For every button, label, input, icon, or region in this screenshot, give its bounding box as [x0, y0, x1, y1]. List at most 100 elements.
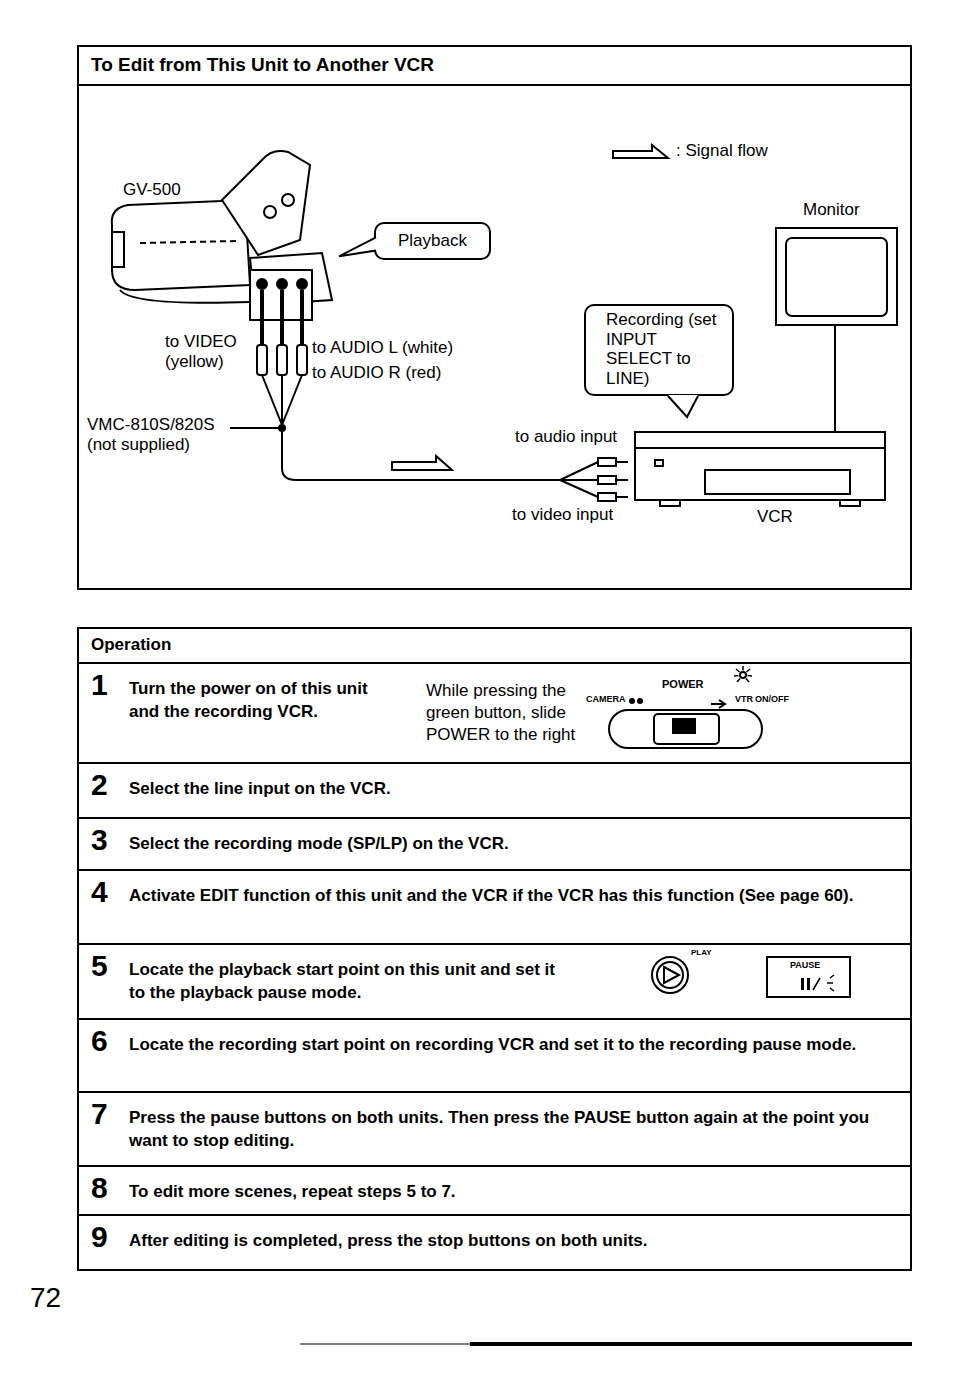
monitor-illustration: [834, 325, 836, 432]
legend-entry: : Signal flow: [610, 140, 768, 162]
camcorder-illustration: [112, 151, 332, 320]
control-label: PAUSE: [790, 961, 820, 971]
step-row: 4 Activate EDIT function of this unit and…: [79, 869, 910, 943]
vcr-illustration: [660, 500, 860, 506]
av-cable: [277, 345, 287, 375]
callout-tail: [339, 237, 376, 256]
power-switch-icon: [654, 714, 719, 744]
part-label: to AUDIO L (white): [312, 338, 453, 358]
camcorder-illustration: [222, 151, 310, 255]
power-switch-icon: [747, 669, 751, 672]
power-switch-icon: [746, 679, 749, 683]
av-cable: [598, 458, 616, 466]
av-cable: [297, 345, 307, 375]
power-switch-icon: [673, 719, 695, 733]
av-cable: [230, 427, 279, 429]
power-switch-icon: [638, 699, 642, 703]
text-block: After editing is completed, press the st…: [129, 1230, 899, 1253]
monitor-illustration: [786, 238, 887, 316]
vcr-illustration: [655, 460, 663, 466]
page-rule: [300, 1344, 912, 1345]
monitor-illustration: [776, 228, 897, 325]
callout-tail: [586, 306, 587, 307]
av-cable: [598, 493, 616, 501]
step-number: 7: [91, 1099, 108, 1129]
play-pause-icons: [767, 957, 850, 997]
step-row: 6Locate the recording start point on rec…: [79, 1018, 910, 1091]
signal-flow-arrow: [392, 456, 452, 470]
part-label: VMC-810S/820S (not supplied): [87, 415, 227, 456]
step-number: 1: [91, 670, 108, 700]
av-cable: [279, 425, 285, 431]
page-rule: [300, 1344, 912, 1345]
section-heading: To Edit from This Unit to Another VCR: [79, 47, 910, 86]
text-block: Playback: [398, 231, 467, 251]
part-label: to video input: [512, 505, 613, 525]
step-row: 1Turn the power on of this unit and the …: [79, 662, 910, 762]
play-pause-icons: [801, 978, 804, 990]
av-cable: [560, 462, 598, 497]
power-switch-icon: [609, 710, 762, 748]
text-block: Press the pause buttons on both units. T…: [129, 1107, 899, 1153]
part-label: to VIDEO (yellow): [165, 332, 257, 373]
play-pause-icons: [657, 962, 683, 988]
av-cable: [616, 461, 628, 463]
text-block: Select the line input on the VCR.: [129, 778, 899, 801]
camcorder-illustration: [112, 232, 124, 267]
step-number: 2: [91, 770, 108, 800]
power-switch-icon: [736, 669, 740, 672]
control-label: VTR: [735, 695, 753, 705]
callout-bubble: Recording (set INPUT SELECT to LINE): [584, 304, 734, 396]
step-row: 7 Press the pause buttons on both units. …: [79, 1091, 910, 1165]
text-block: Recording (set INPUT SELECT to LINE): [606, 310, 722, 388]
operation-table: Operation1Turn the power on of this unit…: [77, 627, 912, 1271]
legend-swatch: [610, 140, 672, 162]
av-cable: [257, 345, 267, 375]
av-cable: [598, 476, 616, 484]
play-pause-icons: [652, 957, 850, 997]
part-label: Monitor: [803, 200, 860, 220]
text-block: Locate the playback start point on this …: [129, 959, 569, 1005]
page-rule: [470, 1342, 912, 1346]
play-pause-icons: [652, 957, 688, 993]
camcorder-illustration: [120, 290, 250, 303]
camcorder-illustration: [277, 279, 287, 289]
av-cable: [262, 290, 302, 345]
power-switch-icon: [737, 679, 740, 683]
monitor-illustration: [776, 228, 897, 432]
step-row: 5 Locate the playback start point on this…: [79, 943, 910, 1018]
play-pause-icons: [807, 978, 810, 990]
camcorder-illustration: [264, 206, 276, 218]
step-number: 6: [91, 1026, 108, 1056]
text-block: Select the recording mode (SP/LP) on the…: [129, 833, 899, 856]
vcr-illustration: [635, 432, 885, 500]
section-heading: Operation: [79, 629, 910, 662]
callout-tail: [668, 395, 698, 417]
text-block: Activate EDIT function of this unit and …: [129, 885, 899, 908]
camcorder-illustration: [282, 194, 294, 206]
play-pause-icons: [664, 967, 679, 983]
control-label: CAMERA: [586, 695, 626, 705]
power-switch-icon: [740, 672, 746, 678]
control-label: PLAY: [691, 949, 712, 958]
step-row: 2 Select the line input on the VCR.: [79, 762, 910, 817]
legend-swatch: [613, 145, 668, 158]
control-icons: [609, 666, 850, 997]
part-label: GV-500: [123, 180, 181, 200]
step-row: 3Select the recording mode (SP/LP) on th…: [79, 817, 910, 869]
step-number: 4: [91, 877, 108, 907]
vcr-illustration: [705, 470, 850, 494]
camcorder-illustration: [112, 200, 250, 290]
step-row: 8To edit more scenes, repeat steps 5 to …: [79, 1165, 910, 1214]
step-number: 5: [91, 951, 108, 981]
camcorder-illustration: [297, 279, 307, 289]
av-cable: [616, 479, 628, 481]
power-switch-icon: [630, 699, 634, 703]
legend-text: : Signal flow: [676, 141, 768, 161]
callout-bubble: Playback: [374, 222, 491, 260]
control-label: ON/OFF: [755, 695, 789, 705]
vcr-illustration: [635, 432, 885, 506]
power-switch-icon: [711, 700, 725, 708]
av-cable: [262, 375, 302, 425]
